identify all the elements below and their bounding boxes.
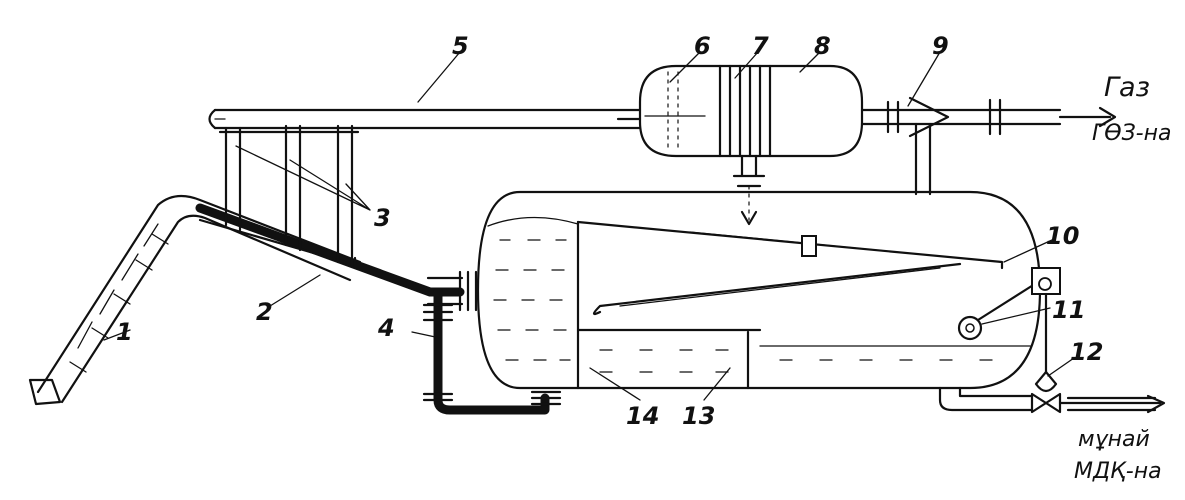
- callout-9: 9: [932, 32, 949, 60]
- callout-14: 14: [626, 402, 659, 430]
- oil-output-destination: МДҚ-на: [1074, 459, 1162, 484]
- callout-2: 2: [256, 298, 273, 326]
- gas-risers: [218, 124, 360, 268]
- callout-7: 7: [752, 32, 769, 60]
- callout-12: 12: [1070, 338, 1103, 366]
- callout-leaders: [103, 51, 1075, 401]
- gas-collector: [208, 108, 642, 130]
- liquid-level-right: [599, 345, 1031, 373]
- callout-8: 8: [814, 32, 831, 60]
- inlet-pipe: [28, 194, 465, 406]
- callout-11: 11: [1052, 296, 1085, 324]
- callout-5: 5: [452, 32, 469, 60]
- gas-drum: [616, 64, 864, 226]
- callout-6: 6: [694, 32, 711, 60]
- callout-1: 1: [116, 318, 133, 346]
- inlet-pipe-segments: [69, 223, 169, 373]
- callout-3: 3: [374, 204, 391, 232]
- liquid-level-left: [493, 239, 571, 361]
- gas-outlet: [860, 96, 1117, 196]
- drain-loop: [422, 287, 562, 415]
- oil-output-label: мұнай: [1078, 427, 1150, 452]
- separator-vessel: [476, 190, 1042, 390]
- callout-10: 10: [1046, 222, 1079, 250]
- callout-13: 13: [682, 402, 715, 430]
- gas-output-label: Газ: [1104, 72, 1150, 103]
- oil-level-control: [938, 267, 1166, 414]
- gas-output-destination: ГӨЗ-на: [1092, 121, 1171, 146]
- callout-4: 4: [377, 314, 395, 342]
